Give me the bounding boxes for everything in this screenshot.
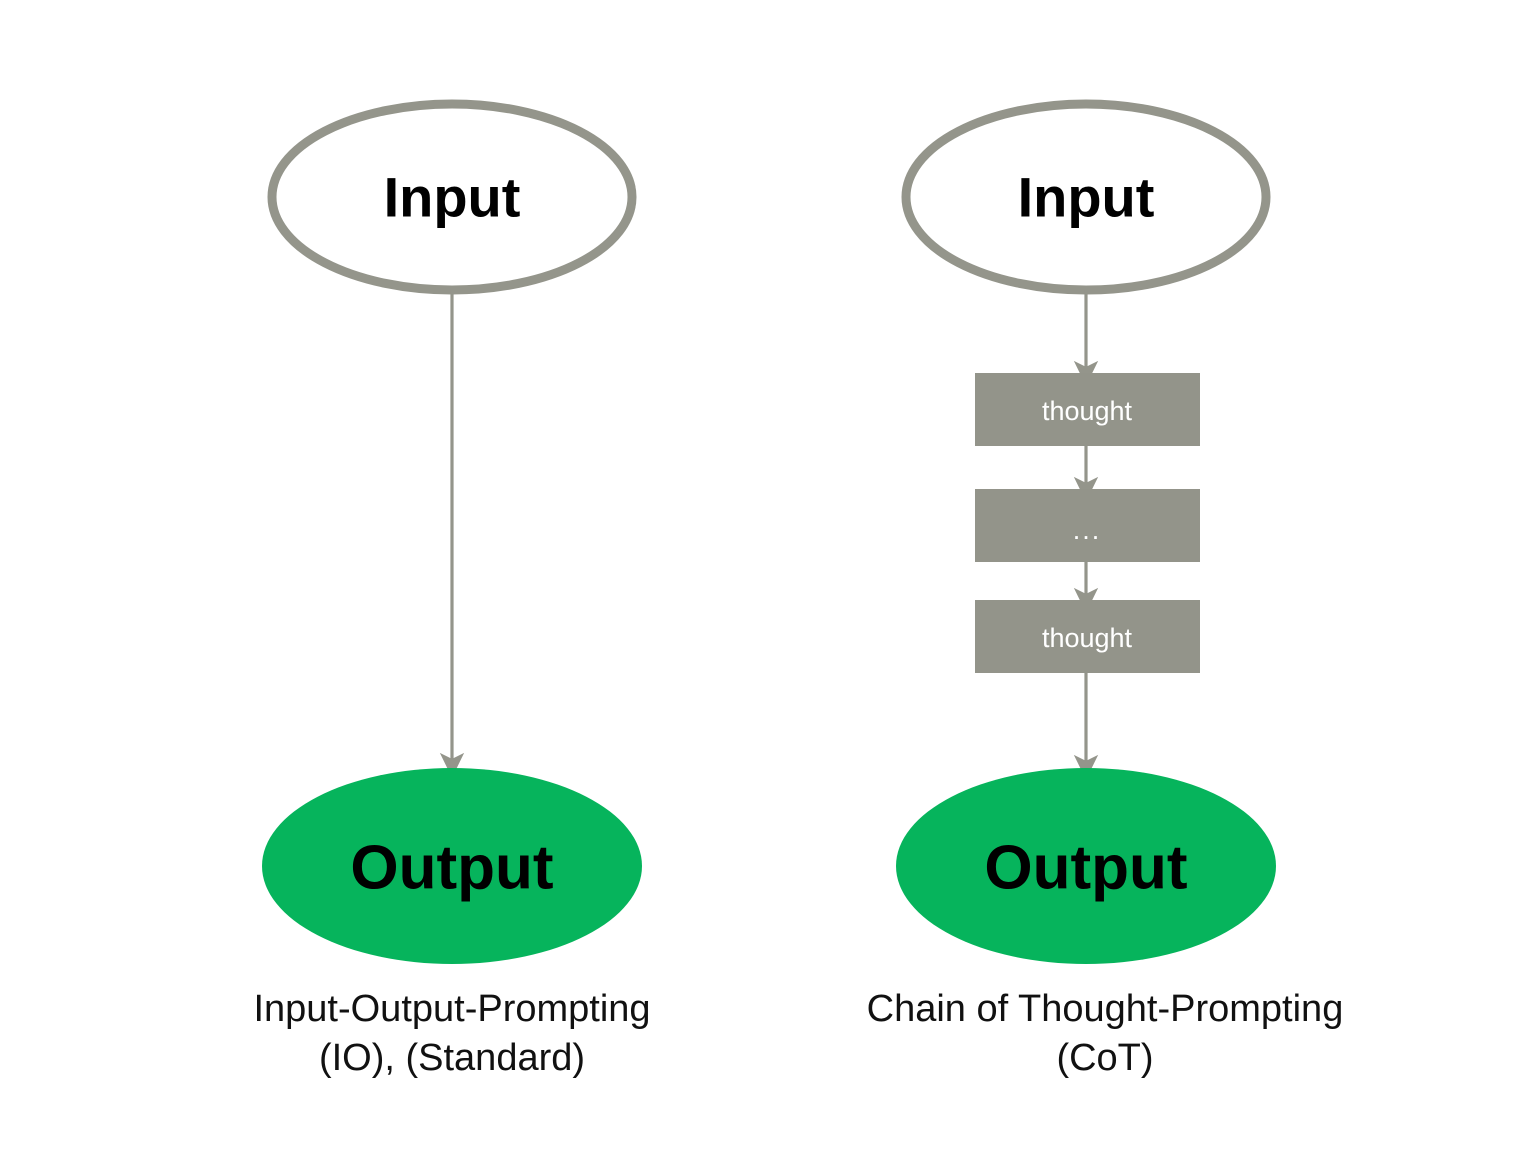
panel-io-prompting: Input Output Input-Output-Prompting (IO)… — [253, 99, 651, 1079]
cot-thought-box-ellipsis-label: ... — [1073, 515, 1102, 545]
io-output-ellipse — [262, 768, 642, 964]
io-caption: Input-Output-Prompting (IO), (Standard) — [253, 988, 650, 1079]
cot-input-node[interactable]: Input — [901, 99, 1271, 295]
io-output-node[interactable]: Output — [262, 768, 642, 964]
cot-thought-box-1-label: thought — [1042, 396, 1133, 426]
cot-input-label: Input — [1018, 166, 1155, 229]
cot-caption-line1: Chain of Thought-Prompting — [867, 988, 1344, 1030]
cot-thought-box-ellipsis-rect — [975, 489, 1200, 562]
cot-output-ellipse — [896, 768, 1276, 964]
cot-thought-box-1[interactable]: thought — [975, 373, 1200, 446]
io-output-label: Output — [350, 834, 553, 903]
cot-caption-line2: (CoT) — [1056, 1037, 1153, 1079]
cot-thought-box-2-label: thought — [1042, 623, 1133, 653]
cot-thought-box-2-rect — [975, 600, 1200, 673]
io-input-label: Input — [384, 166, 521, 229]
cot-output-label: Output — [984, 834, 1187, 903]
io-input-node[interactable]: Input — [267, 99, 637, 295]
io-caption-line2: (IO), (Standard) — [319, 1037, 585, 1079]
panel-cot-prompting: Input thought ... thought — [867, 99, 1344, 1079]
cot-thought-box-1-rect — [975, 373, 1200, 446]
cot-thought-box-ellipsis[interactable]: ... — [975, 489, 1200, 562]
cot-output-node[interactable]: Output — [896, 768, 1276, 964]
cot-thought-box-2[interactable]: thought — [975, 600, 1200, 673]
io-caption-line1: Input-Output-Prompting — [253, 988, 650, 1030]
cot-caption: Chain of Thought-Prompting (CoT) — [867, 988, 1344, 1079]
